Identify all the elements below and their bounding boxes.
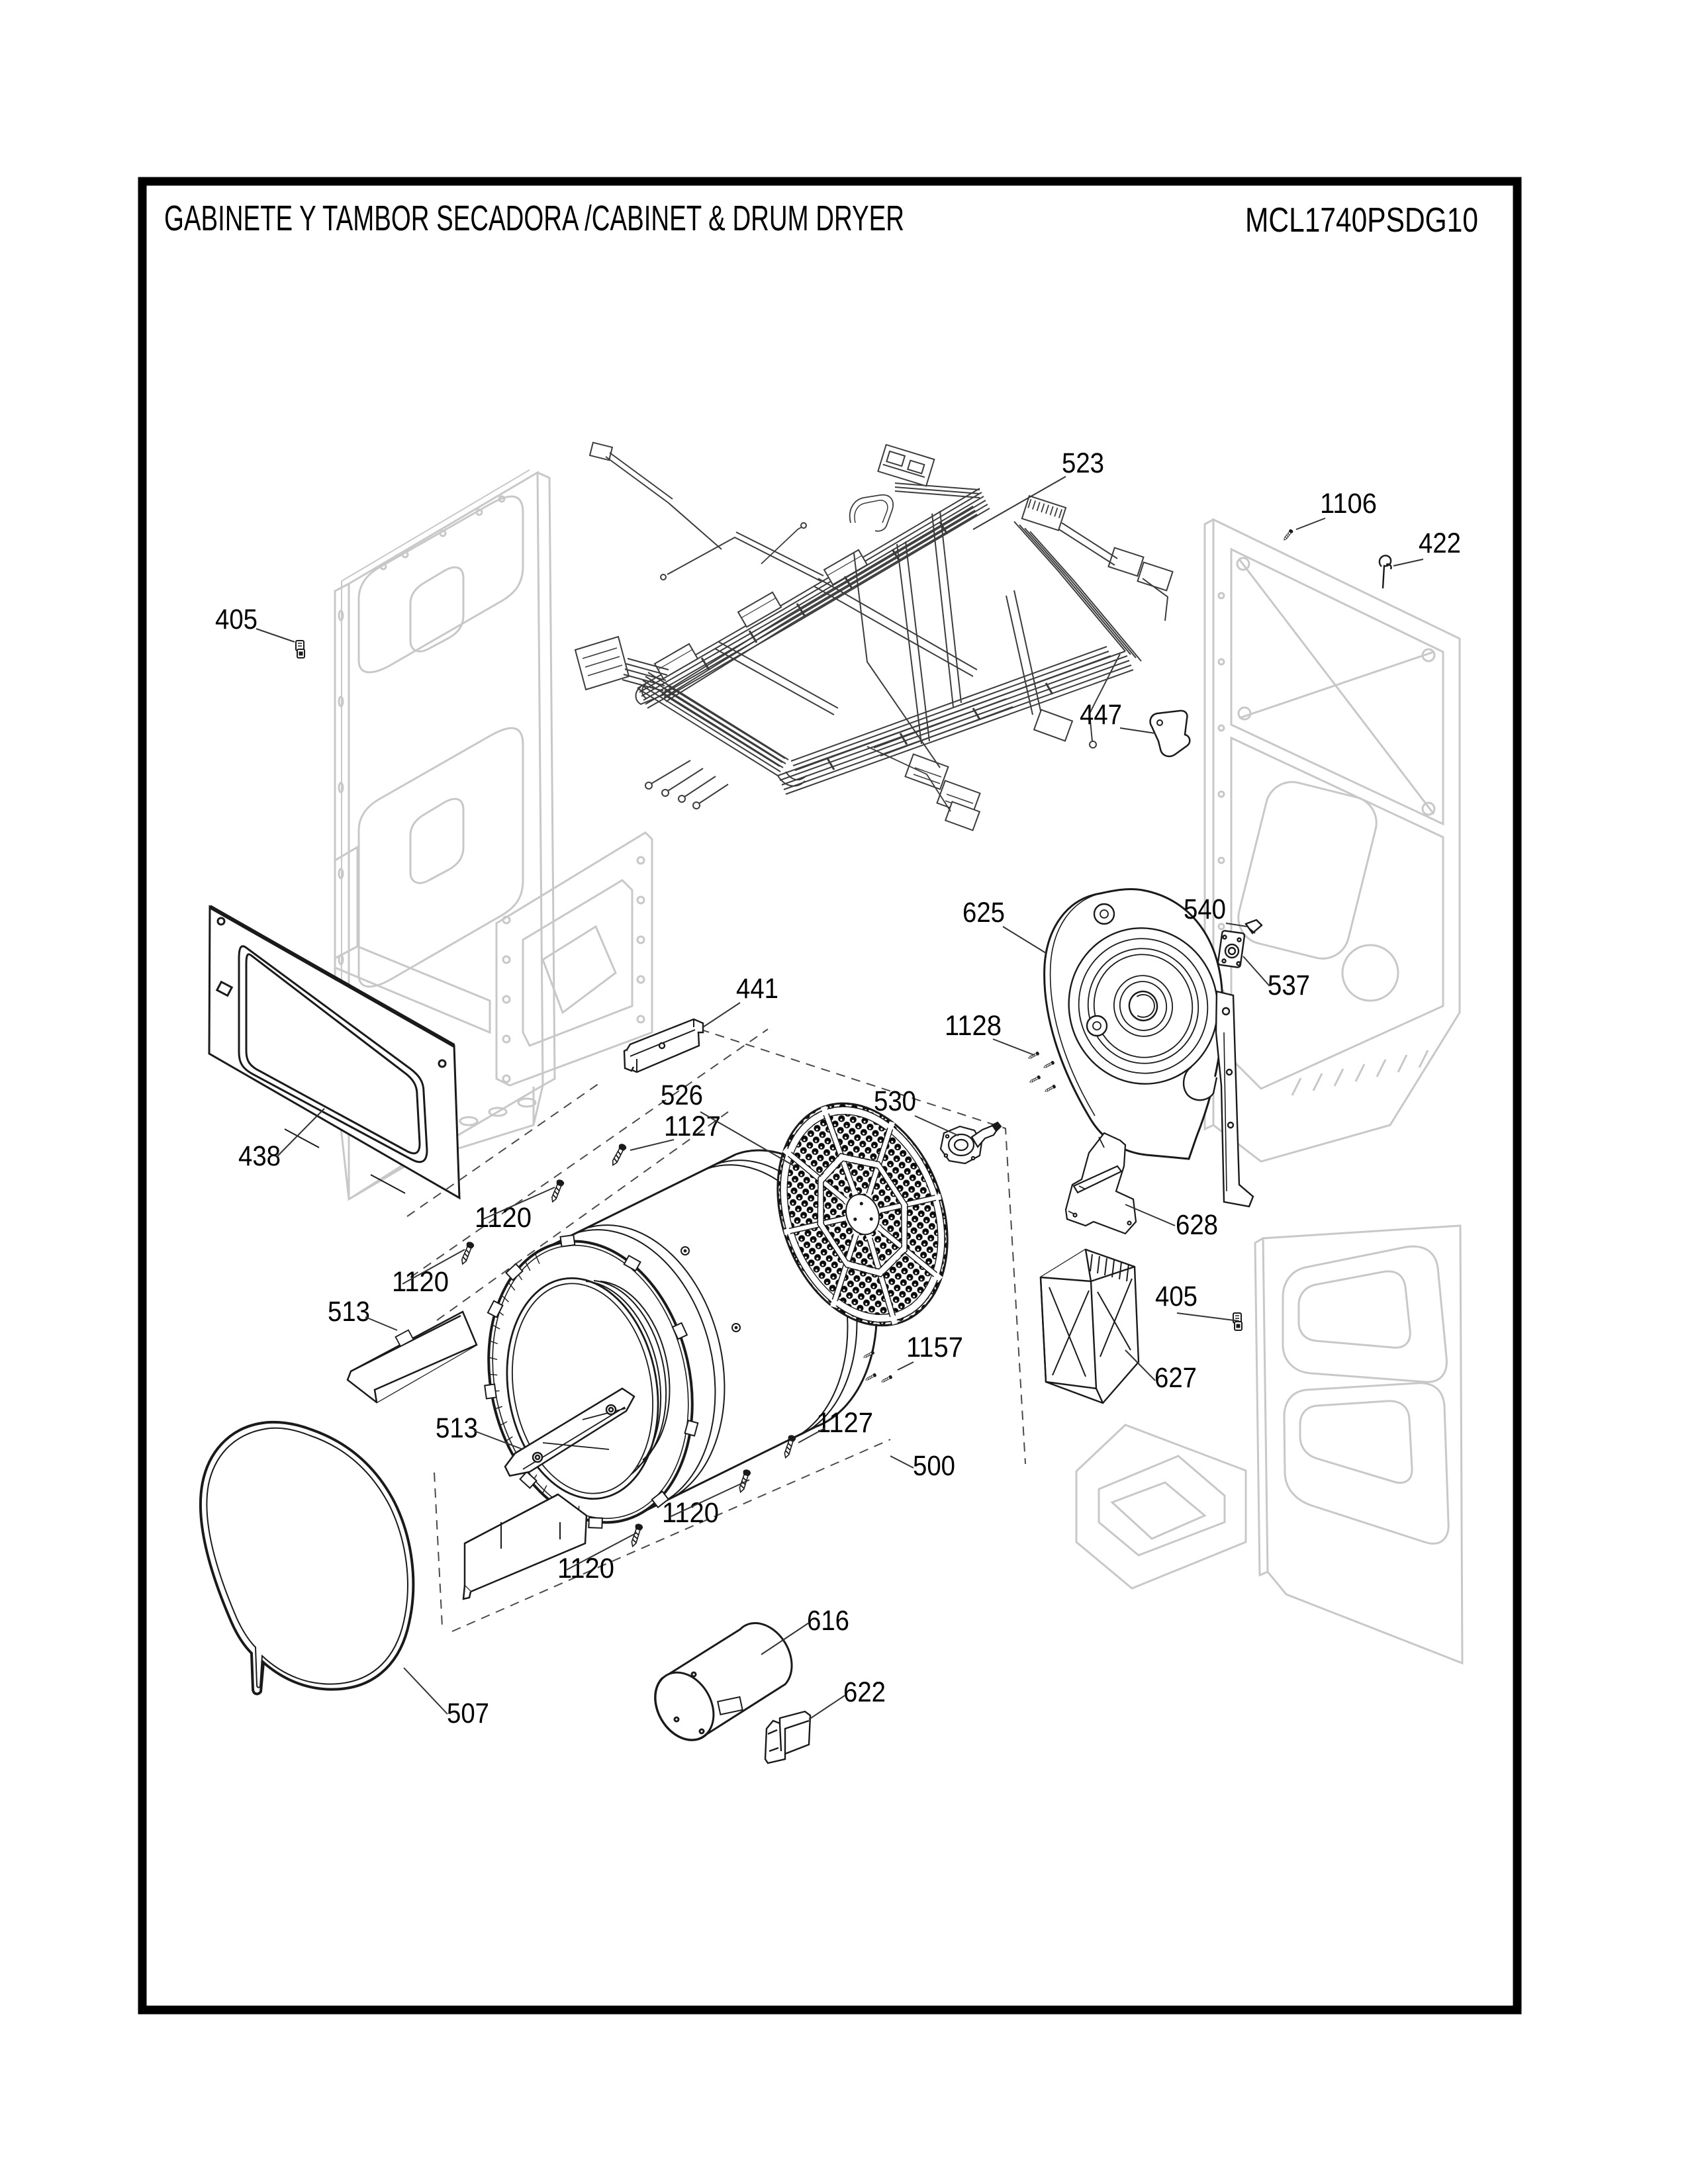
svg-text:1120: 1120 — [662, 1497, 719, 1529]
svg-text:628: 628 — [1176, 1209, 1218, 1241]
svg-text:1106: 1106 — [1320, 488, 1377, 520]
svg-text:405: 405 — [1155, 1281, 1197, 1312]
svg-text:513: 513 — [328, 1296, 370, 1328]
svg-text:1120: 1120 — [392, 1266, 449, 1298]
svg-text:GABINETE Y TAMBOR SECADORA /CA: GABINETE Y TAMBOR SECADORA /CABINET & DR… — [164, 199, 904, 238]
svg-text:627: 627 — [1154, 1362, 1197, 1394]
svg-text:526: 526 — [661, 1079, 703, 1111]
svg-text:422: 422 — [1419, 527, 1461, 559]
svg-text:1157: 1157 — [906, 1332, 963, 1363]
svg-text:438: 438 — [238, 1140, 281, 1172]
svg-text:507: 507 — [447, 1698, 489, 1729]
svg-text:MCL1740PSDG10: MCL1740PSDG10 — [1245, 201, 1478, 240]
svg-text:530: 530 — [874, 1085, 916, 1117]
svg-text:540: 540 — [1184, 893, 1226, 925]
svg-text:622: 622 — [843, 1676, 886, 1708]
svg-text:1127: 1127 — [816, 1407, 873, 1439]
svg-text:513: 513 — [436, 1412, 478, 1444]
svg-text:405: 405 — [215, 604, 258, 635]
svg-text:441: 441 — [736, 973, 778, 1005]
svg-text:1120: 1120 — [557, 1553, 614, 1584]
svg-text:1127: 1127 — [664, 1111, 721, 1142]
svg-text:1120: 1120 — [475, 1202, 532, 1234]
svg-text:1128: 1128 — [945, 1010, 1002, 1042]
svg-text:447: 447 — [1080, 699, 1122, 731]
svg-text:625: 625 — [962, 897, 1005, 929]
svg-text:537: 537 — [1268, 970, 1310, 1001]
svg-text:616: 616 — [807, 1605, 849, 1637]
svg-text:523: 523 — [1062, 447, 1104, 479]
svg-text:500: 500 — [913, 1450, 955, 1482]
